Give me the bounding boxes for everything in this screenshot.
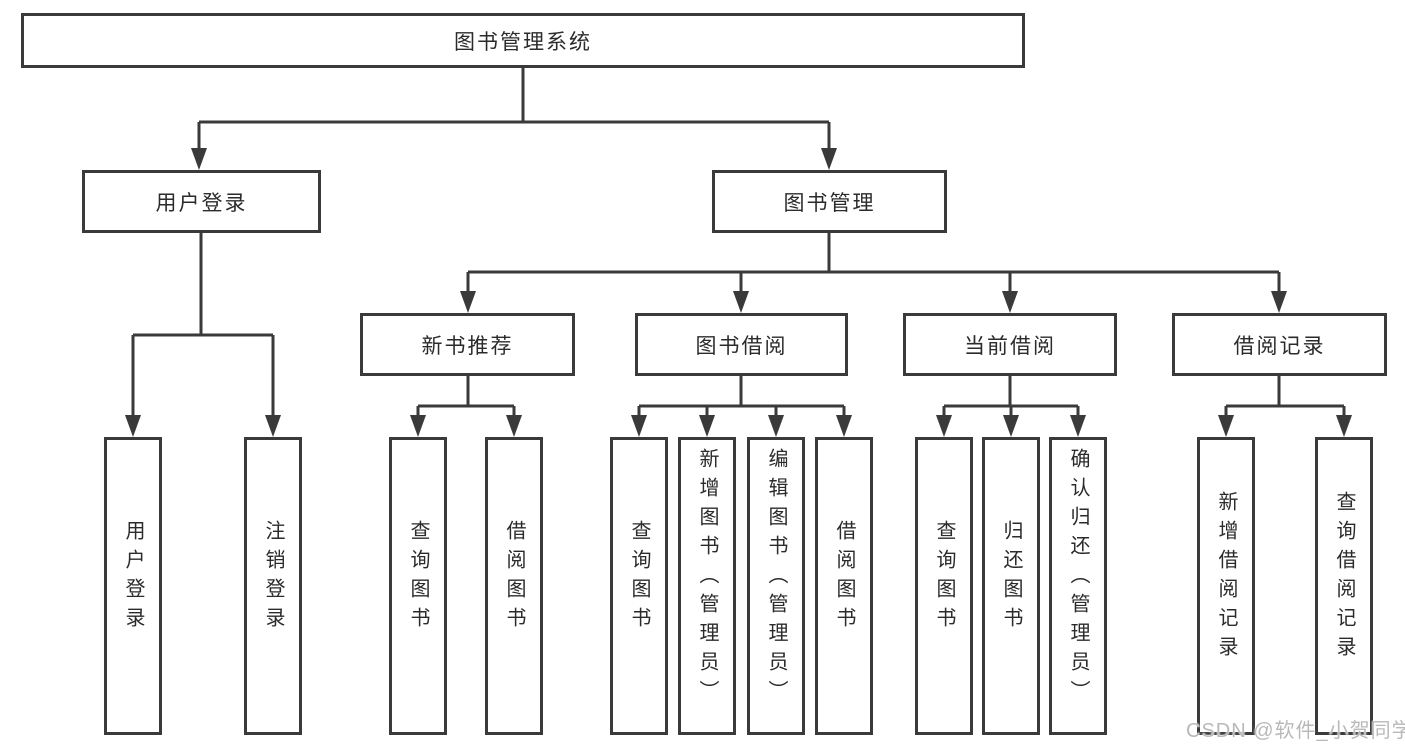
arrowhead [1336,415,1352,437]
leaf-borrow-books-recommend: 借阅图书 [485,437,543,735]
watermark: CSDN @软件_小贺同学 [1186,720,1405,742]
leaf-label: 查询借阅记录 [1333,491,1355,665]
node-root: 图书管理系统 [21,13,1025,68]
arrowhead [410,415,426,437]
arrowhead [1003,415,1019,437]
arrowhead [1002,291,1018,313]
arrowhead [836,415,852,437]
arrowhead [191,148,207,170]
node-new-book-recommend: 新书推荐 [360,313,575,376]
arrowhead [821,148,837,170]
node-book-borrow: 图书借阅 [635,313,848,376]
node-borrow-records: 借阅记录 [1172,313,1387,376]
leaf-label: 查询图书 [407,520,429,636]
arrowhead [1218,415,1234,437]
arrowhead [1271,291,1287,313]
leaf-label: 查询图书 [628,520,650,636]
arrowhead [699,415,715,437]
leaf-edit-book-admin: 编辑图书（管理员） [747,437,805,735]
leaf-label: 注销登录 [262,520,284,636]
leaf-query-borrow-record: 查询借阅记录 [1315,437,1373,735]
leaf-label: 新增图书（管理员） [696,447,718,709]
arrowhead [631,415,647,437]
leaf-query-books-borrow: 查询图书 [610,437,668,735]
leaf-label: 借阅图书 [503,520,525,636]
arrowhead [1070,415,1086,437]
arrowhead [460,291,476,313]
arrowhead [733,291,749,313]
leaf-return-books: 归还图书 [982,437,1040,735]
arrowhead [506,415,522,437]
arrowhead [768,415,784,437]
leaf-add-borrow-record: 新增借阅记录 [1197,437,1255,735]
leaf-label: 查询图书 [933,520,955,636]
leaf-add-book-admin: 新增图书（管理员） [678,437,736,735]
arrowhead [936,415,952,437]
leaf-user-login: 用户登录 [104,437,162,735]
leaf-label: 新增借阅记录 [1215,491,1237,665]
leaf-query-books-recommend: 查询图书 [389,437,447,735]
leaf-confirm-return-admin: 确认归还（管理员） [1049,437,1107,735]
leaf-label: 借阅图书 [833,520,855,636]
leaf-label: 确认归还（管理员） [1067,447,1089,709]
leaf-query-books-current: 查询图书 [915,437,973,735]
node-user-login: 用户登录 [82,170,321,233]
leaf-label: 用户登录 [122,520,144,636]
arrowhead [125,415,141,437]
leaf-logout: 注销登录 [244,437,302,735]
leaf-label: 归还图书 [1000,520,1022,636]
leaf-label: 编辑图书（管理员） [765,447,787,709]
node-current-borrow: 当前借阅 [903,313,1117,376]
arrowhead [265,415,281,437]
leaf-borrow-books-borrow: 借阅图书 [815,437,873,735]
node-book-management: 图书管理 [712,170,947,233]
